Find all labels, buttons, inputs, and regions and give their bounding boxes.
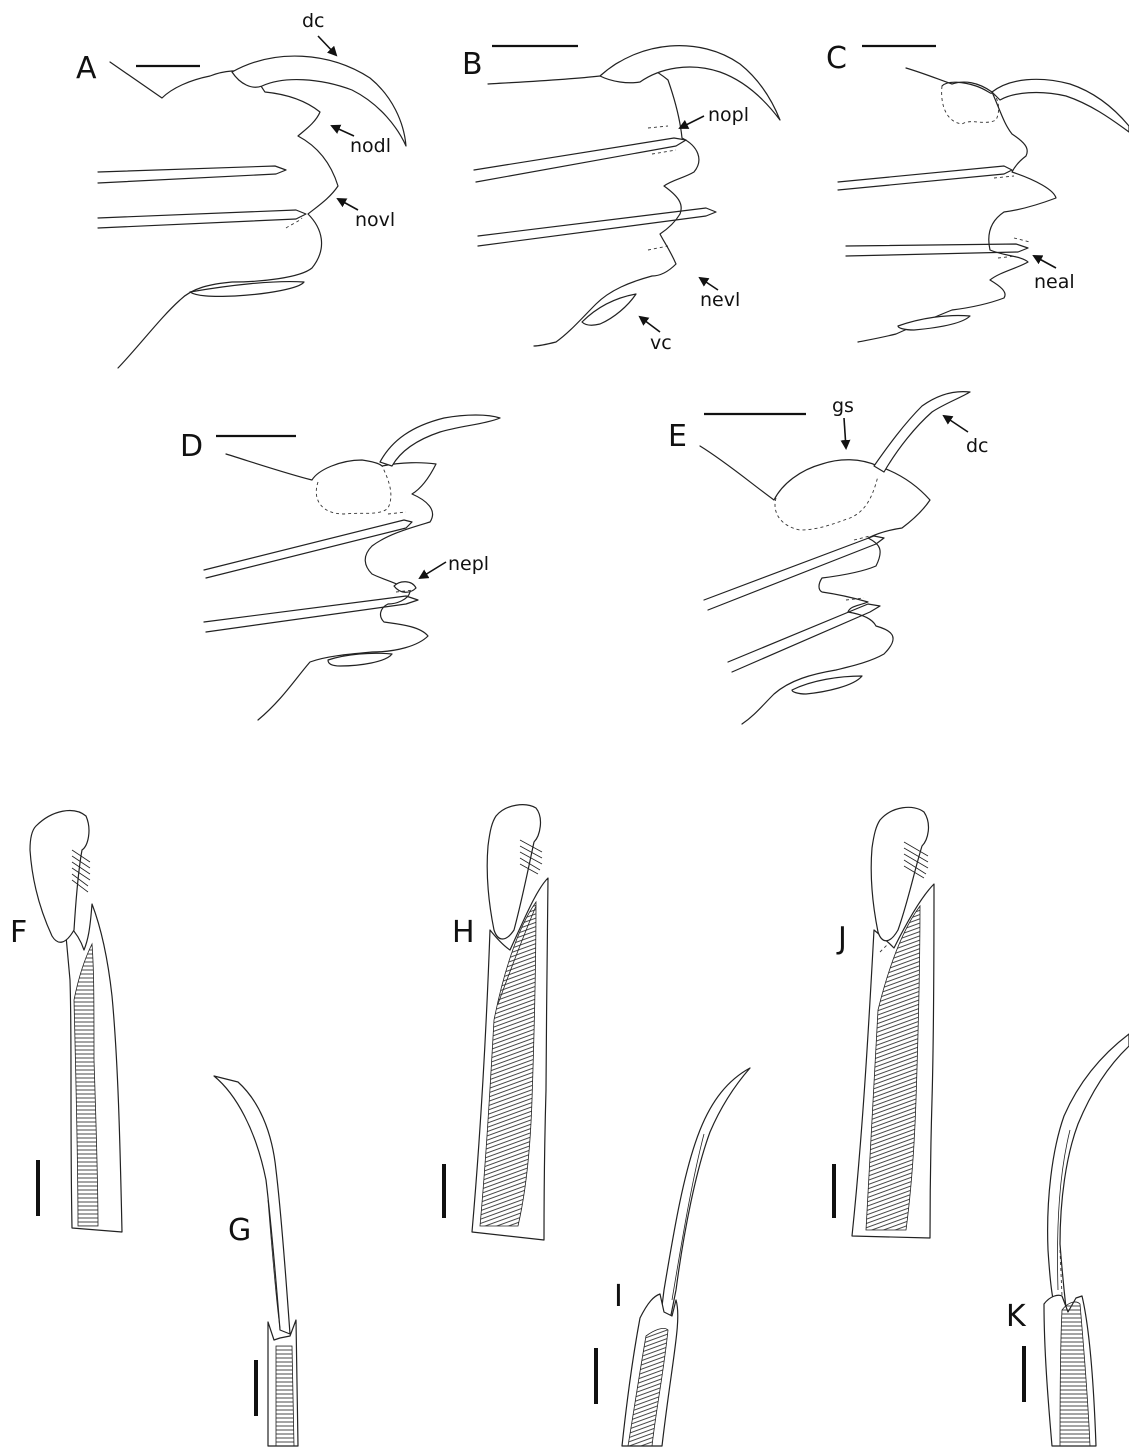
label-nevl: nevl [700,289,740,311]
notochaeta-d [204,520,412,578]
panel-a: A dc nodl novl [76,10,406,368]
label-vc: vc [650,332,672,354]
label-neal: neal [1034,271,1075,293]
shaft-hatch-g [276,1346,294,1446]
dorsal-cirrus-b [600,46,780,120]
panel-k: K [1006,1034,1129,1446]
panel-e: E gs dc [668,392,989,724]
panel-label-d: D [180,429,203,464]
notochaeta-b [474,138,686,182]
panel-g: G [214,1076,298,1446]
notochaeta-a [98,166,286,183]
notochaeta-c [838,166,1012,190]
dorsal-cirrus-c [992,79,1129,132]
body-outline-c [858,68,1056,342]
panel-label-k: K [1006,1299,1027,1334]
panel-label-c: C [826,41,847,76]
panel-d: D nepl [180,415,500,720]
panel-b: B nopl nevl vc [462,46,780,354]
label-nodl: nodl [350,135,391,157]
label-nopl: nopl [708,104,749,126]
panel-label-e: E [668,419,687,454]
ventral-cirrus-a [190,282,304,297]
panel-label-j: J [836,921,847,956]
blade-g [214,1076,290,1334]
panel-label-a: A [76,51,97,86]
blade-i [660,1068,750,1322]
panel-i: I [596,1068,750,1446]
body-outline-b [488,60,699,346]
panel-c: C neal [826,41,1129,342]
label-novl: novl [355,209,395,231]
panel-label-f: F [10,915,27,950]
label-nepl: nepl [448,553,489,575]
dorsal-cirrus-a [232,56,406,146]
neurochaeta-a [98,210,306,228]
panel-f: F [10,811,122,1232]
notopodial-lobe-d [394,582,416,593]
panel-label-g: G [228,1213,251,1248]
neurochaeta-d [204,596,418,632]
label-gs: gs [832,395,854,417]
panel-h: H [444,805,548,1240]
label-dc-a: dc [302,10,325,32]
panel-j: J [834,807,934,1238]
panel-label-i: I [614,1279,623,1314]
panel-label-h: H [452,915,475,950]
blade-k [1048,1034,1129,1310]
neurochaeta-c [846,244,1028,256]
ventral-cirrus-c [898,315,970,330]
blade-f [30,811,89,943]
dorsal-cirrus-e [874,392,970,472]
label-dc-e: dc [966,435,989,457]
dorsal-cirrus-d [380,415,500,466]
panel-label-b: B [462,47,483,82]
